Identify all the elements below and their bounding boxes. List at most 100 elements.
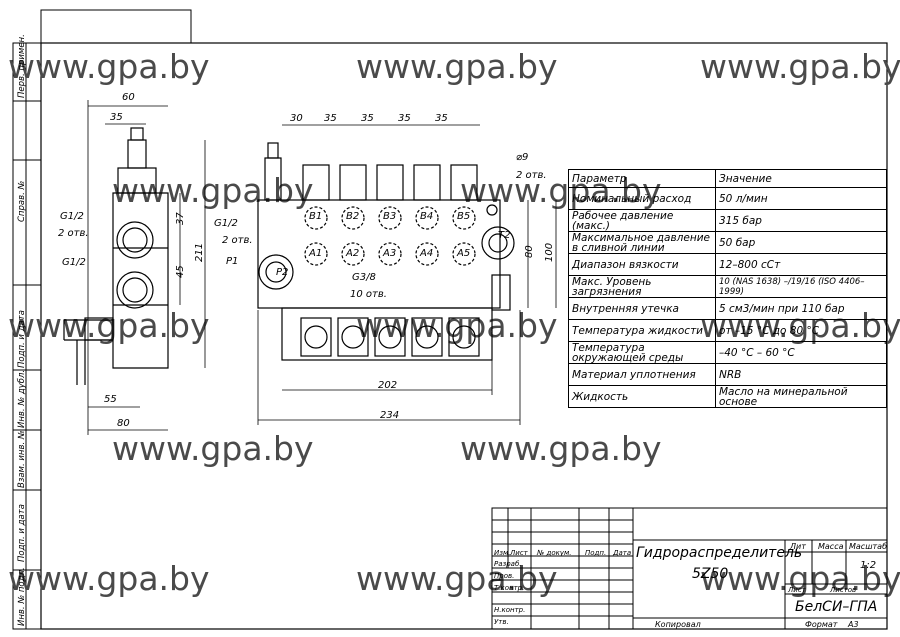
handle-block: [411, 317, 443, 357]
handle-block: [337, 317, 369, 357]
left-port-count: 2 отв.: [222, 235, 253, 246]
dim-80: 80: [524, 245, 535, 258]
top-dim: 35: [435, 113, 448, 124]
header-parameter: Параметр: [568, 169, 716, 188]
port-a-label: A3: [382, 248, 396, 259]
col-header: Лист: [510, 549, 528, 557]
port-a-label: A4: [419, 248, 433, 259]
table-row: Рабочее давление (макс.)315 бар: [568, 209, 887, 232]
front-view-labels: 202 234 80 100 ⌀9 2 отв. G1/2 2 отв. P1 …: [214, 113, 555, 421]
hole-count: 2 отв.: [516, 170, 547, 181]
param-value: Масло на минеральной основе: [715, 385, 887, 408]
dim-202: 202: [378, 380, 397, 391]
drawing-title: Гидрораспределитель: [636, 545, 803, 561]
sheets-label: Листов: [830, 586, 857, 594]
title-block: [491, 507, 888, 630]
watermark: www.gpa.by: [700, 47, 900, 86]
watermark: www.gpa.by: [356, 47, 558, 86]
param-value: 50 бар: [715, 231, 887, 254]
port-b-label: B3: [383, 211, 396, 222]
watermark: www.gpa.by: [356, 306, 558, 345]
param-value: 12–800 сСт: [715, 253, 887, 276]
watermarks: www.gpa.by www.gpa.by www.gpa.by www.gpa…: [8, 47, 900, 598]
port-a-label: A2: [345, 248, 359, 259]
spool-cap: [339, 164, 367, 201]
spool-cap: [302, 164, 330, 201]
handle-circle: [452, 325, 476, 349]
col-header: № докум.: [537, 549, 572, 557]
copied-label: Копировал: [655, 620, 701, 629]
handle-block: [448, 317, 480, 357]
dim-100: 100: [544, 243, 555, 262]
hole-dim: ⌀9: [516, 152, 528, 163]
port-a-circle: [304, 242, 328, 266]
param-name: Температура окружающей среды: [568, 341, 716, 364]
watermark: www.gpa.by: [8, 559, 210, 598]
dim-80: 80: [117, 418, 130, 429]
watermark: www.gpa.by: [460, 429, 662, 468]
dim-60: 60: [122, 92, 135, 103]
col-header: Подп.: [585, 549, 607, 557]
table-row: Температура окружающей среды–40 °С – 60 …: [568, 341, 887, 364]
scale-value: 1:2: [860, 560, 877, 571]
front-view: [257, 124, 557, 425]
port-a-label: A5: [456, 248, 470, 259]
port-p2: P2: [276, 267, 288, 278]
param-value: –40 °С – 60 °С: [715, 341, 887, 364]
header-value: Значение: [715, 169, 887, 188]
format-label: Формат: [805, 620, 838, 629]
dim-35: 35: [110, 112, 123, 123]
thread-label: G3/8: [352, 272, 376, 283]
row-label: Н.контр.: [494, 606, 526, 614]
format-value: А3: [848, 620, 859, 629]
watermark: www.gpa.by: [112, 171, 314, 210]
watermark: www.gpa.by: [700, 559, 900, 598]
handle-circle: [304, 325, 328, 349]
param-value: NRB: [715, 363, 887, 386]
scale-header: Масштаб: [849, 542, 888, 551]
port-b-label: B4: [420, 211, 433, 222]
param-name: Внутренняя утечка: [568, 297, 716, 320]
table-header-row: Параметр Значение: [568, 169, 887, 188]
side-view-labels: 60 35 37 45 211 55 80 G1/2 2 отв. G1/2: [58, 92, 205, 429]
mass-header: Масса: [818, 542, 844, 551]
port-b-circle: [415, 206, 439, 230]
dim-45: 45: [175, 265, 186, 278]
handle-block: [300, 317, 332, 357]
param-name: Номинальный расход: [568, 187, 716, 210]
side-port-lower: [116, 271, 154, 309]
side-view: [63, 100, 206, 435]
handle-circle: [415, 325, 439, 349]
param-name: Диапазон вязкости: [568, 253, 716, 276]
dim-37: 37: [175, 212, 186, 225]
param-value: от –15 °С до 80 °С: [715, 319, 887, 342]
param-value: 10 (NAS 1638) –/19/16 (ISO 4406–1999): [715, 275, 887, 298]
spool-cap: [376, 164, 404, 201]
handle-block: [374, 317, 406, 357]
port-b-label: B2: [346, 211, 359, 222]
side-label: Справ. №: [17, 180, 27, 222]
dim-234: 234: [380, 410, 399, 421]
side-port-upper: [116, 221, 154, 259]
drawing-code: 5Z50: [692, 566, 729, 582]
thread-count: 10 отв.: [350, 289, 387, 300]
side-label: Перв. примен.: [17, 34, 27, 98]
handle-circle: [378, 325, 402, 349]
side-label: Подп. и дата: [17, 504, 27, 562]
param-value: 50 л/мин: [715, 187, 887, 210]
param-value: 5 см3/мин при 110 бар: [715, 297, 887, 320]
dim-55: 55: [104, 394, 117, 405]
port-count: 2 отв.: [58, 228, 89, 239]
top-dim: 30: [290, 113, 303, 124]
col-header: Изм.: [494, 549, 511, 557]
side-label: Взам. инв. №: [17, 430, 27, 488]
param-name: Материал уплотнения: [568, 363, 716, 386]
port-b-circle: [452, 206, 476, 230]
